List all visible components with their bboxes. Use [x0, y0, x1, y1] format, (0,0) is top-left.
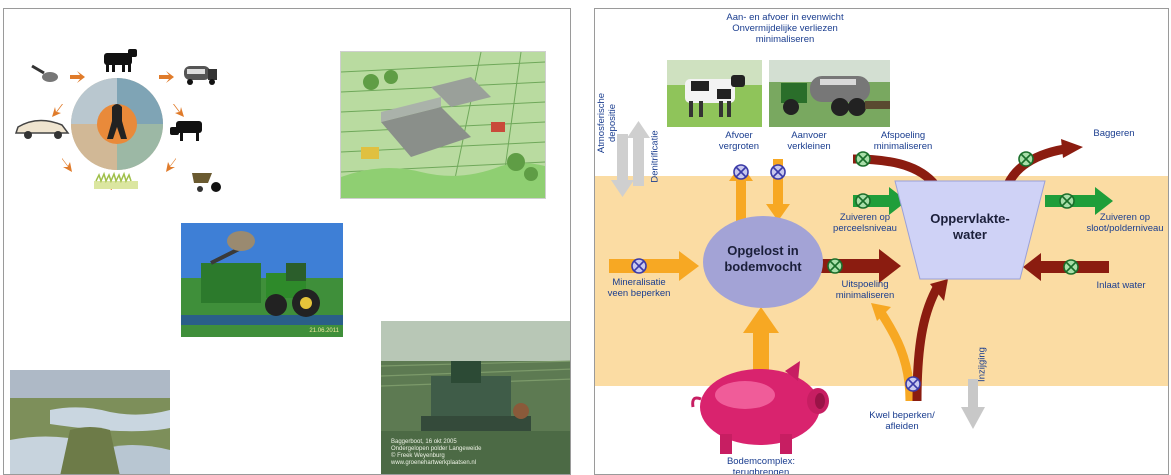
- oppervlaktewater-box: [894, 180, 1046, 280]
- aanvoer-line-2: verkleinen: [787, 141, 831, 152]
- caption-line-3: © Freek Weyenburg: [391, 453, 445, 459]
- baggeren-label: Baggeren: [1093, 128, 1135, 139]
- inzijging-label: Inzijging: [976, 347, 988, 382]
- aanvoer-arrow: [766, 159, 790, 221]
- kwel-line-2: afleiden: [885, 421, 919, 432]
- nutrient-cycle-graphic: [14, 49, 221, 192]
- denitrification-label: Denitrificatie: [649, 130, 661, 183]
- kwel-line-1: Kwel beperken/: [869, 410, 935, 421]
- mineralisatie-line-2: veen beperken: [607, 288, 671, 299]
- afvoer-line-2: vergroten: [718, 141, 760, 152]
- uitspoeling-line-2: minimaliseren: [835, 290, 895, 301]
- afspoeling-label: Afspoeling minimaliseren: [863, 130, 943, 152]
- kwel-label: Kwel beperken/ afleiden: [857, 410, 947, 432]
- cycle-wheel: [71, 78, 163, 170]
- zuiveren-sloot-label: Zuiveren op sloot/polderniveau: [1081, 212, 1168, 234]
- manure-tank-photo: [769, 60, 890, 127]
- balance-caption: Aan- en afvoer in evenwicht Onvermijdeli…: [715, 12, 855, 45]
- balance-caption-line-3: minimaliseren: [755, 34, 815, 45]
- atm-label-line-1: Atmosferische: [596, 92, 607, 154]
- balance-caption-line-1: Aan- en afvoer in evenwicht: [726, 12, 844, 23]
- marker-aanvoer: [770, 164, 786, 180]
- atm-label-line-2: depositie: [607, 103, 618, 143]
- zuiveren-perceel-label: Zuiveren op perceelsniveau: [825, 212, 905, 234]
- aanvoer-label: Aanvoer verkleinen: [779, 130, 839, 152]
- marker-uitspoeling: [827, 258, 843, 274]
- uitspoeling-line-1: Uitspoeling: [841, 279, 889, 290]
- bodemvocht-title: Opgelost in bodemvocht: [703, 243, 823, 275]
- afvoer-line-1: Afvoer: [725, 130, 753, 141]
- afspoeling-line-2: minimaliseren: [873, 141, 933, 152]
- marker-kwel: [905, 376, 921, 392]
- cow-icon: [104, 49, 137, 72]
- caption-line-2: Ondergelopen polder Langeweide: [391, 446, 482, 452]
- marker-inlaat: [1063, 259, 1079, 275]
- marker-afvoer: [733, 164, 749, 180]
- zuiveren-perceel-line-1: Zuiveren op: [839, 212, 891, 223]
- mineralisatie-label: Mineralisatie veen beperken: [599, 277, 679, 299]
- oppervlaktewater-title: Oppervlakte- water: [910, 211, 1030, 243]
- nutrient-flow-diagram: [595, 60, 1168, 454]
- bodemvocht-ellipse: [703, 216, 823, 308]
- marker-baggeren: [1018, 151, 1034, 167]
- photo-date-stamp: 21.06.2011: [309, 328, 339, 334]
- mineralisatie-line-1: Mineralisatie: [612, 277, 666, 288]
- right-slide-panel: Aan- en afvoer in evenwicht Onvermijdeli…: [594, 8, 1169, 475]
- car-icon: [14, 119, 70, 139]
- grass-icon: [94, 171, 138, 189]
- tractor-photo: 21.06.2011: [181, 223, 343, 337]
- oppervlaktewater-line-1: Oppervlakte-: [930, 211, 1010, 226]
- bodemcomplex-arrow: [743, 307, 779, 379]
- afspoeling-line-1: Afspoeling: [880, 130, 926, 141]
- tanker-truck-icon: [184, 66, 217, 85]
- denitrification-arrow: [627, 121, 650, 186]
- marker-zuiveren-perceel: [855, 193, 871, 209]
- marker-zuiveren-sloot: [1059, 193, 1075, 209]
- farm-aerial-illustration: [340, 51, 546, 199]
- bodemcomplex-label: Bodemcomplex: terugbrengen: [721, 456, 801, 475]
- aanvoer-line-1: Aanvoer: [791, 130, 827, 141]
- grazing-cow-icon: [170, 121, 202, 141]
- zuiveren-perceel-line-2: perceelsniveau: [833, 223, 897, 234]
- left-slide-panel: 21.06.2011 Baggerboot, 16: [3, 8, 571, 475]
- oppervlaktewater-line-2: water: [953, 227, 987, 242]
- zuiveren-sloot-line-1: Zuiveren op: [1099, 212, 1151, 223]
- atmospheric-deposition-label: Atmosferische depositie: [596, 83, 618, 163]
- atmospheric-deposition-arrow: [611, 134, 634, 197]
- kwel-arrow-head: [871, 303, 891, 321]
- caption-line-1: Baggerboot, 16 okt 2005: [391, 439, 457, 445]
- dredger-boat-photo: Baggerboot, 16 okt 2005 Ondergelopen pol…: [381, 321, 570, 474]
- baggeren-arrow-head: [1061, 139, 1083, 158]
- bodemvocht-title-line-1: Opgelost in: [727, 243, 799, 258]
- balance-caption-line-2: Onvermijdelijke verliezen: [732, 23, 838, 34]
- inlaat-label: Inlaat water: [1096, 280, 1146, 291]
- afvoer-label: Afvoer vergroten: [709, 130, 769, 152]
- piggy-bank-illustration: [691, 361, 829, 454]
- zuiveren-sloot-line-2: sloot/polderniveau: [1086, 223, 1164, 234]
- cow-photo: [667, 60, 762, 127]
- uitspoeling-label: Uitspoeling minimaliseren: [825, 279, 905, 301]
- kwel-upward-arrow-head: [930, 279, 948, 301]
- flooded-field-photo: [10, 370, 170, 474]
- marker-afspoeling: [855, 151, 871, 167]
- bodemvocht-title-line-2: bodemvocht: [724, 259, 802, 274]
- shovel-icon: [31, 64, 58, 82]
- wheelbarrow-icon: [192, 173, 221, 192]
- bodemcomplex-line-1: Bodemcomplex:: [726, 456, 796, 467]
- caption-line-4: www.groenehartwerkplaatsen.nl: [391, 460, 477, 466]
- inzijging-arrow: [961, 379, 985, 429]
- marker-mineralisatie: [631, 258, 647, 274]
- bodemcomplex-line-2: terugbrengen: [732, 467, 790, 475]
- cycle-arrows: [52, 71, 184, 190]
- dredger-photo-caption: Baggerboot, 16 okt 2005 Ondergelopen pol…: [391, 439, 481, 467]
